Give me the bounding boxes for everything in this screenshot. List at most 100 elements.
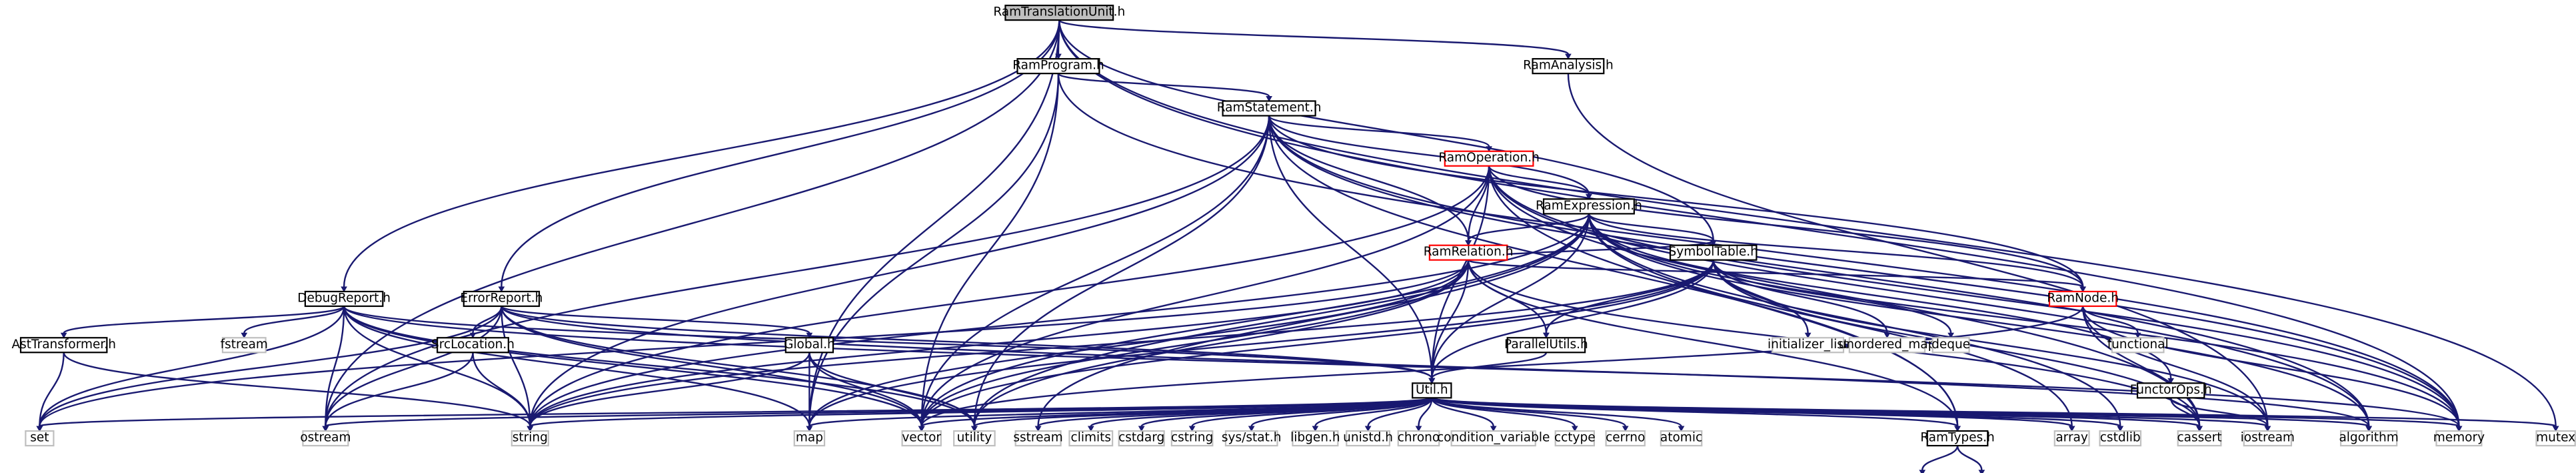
edge-debugreport-h-to-vector (343, 306, 922, 427)
node-parallelutils-h[interactable]: ParallelUtils.h (1504, 337, 1588, 354)
edge-ramstatement-h-to-ramrelation-h (1268, 115, 1470, 241)
arrowhead-ramexpression-h-to-ramrelation-h (1465, 240, 1472, 246)
arrowhead-symboltable-h-to-unordered-map (1884, 332, 1891, 339)
node-label-map: map (796, 431, 823, 445)
edge-ramtypes-h-to-limits (1922, 445, 1959, 471)
node-box-cstring (1170, 430, 1214, 447)
edge-symboltable-h-to-vector (920, 260, 1714, 427)
node-ramrelation-h[interactable]: RamRelation.h (1424, 244, 1514, 261)
arrowhead-ramexpression-h-to-functorops-h (2167, 378, 2174, 384)
node-label-srclocation-h: SrcLocation.h (431, 338, 515, 352)
node-label-ramoperation-h: RamOperation.h (1438, 151, 1539, 165)
node-label-cassert: cassert (2177, 431, 2221, 445)
node-ramstatement-h[interactable]: RamStatement.h (1217, 100, 1322, 117)
edge-ramexpression-h-to-utility (973, 213, 1590, 427)
node-box-debugreport-h (304, 290, 384, 308)
edge-ramrelation-h-to-set (39, 260, 1470, 427)
edge-ramexpression-h-to-algorithm (1588, 213, 2370, 427)
arrowhead-symboltable-h-to-deque (1947, 332, 1954, 339)
node-ramtypes-h[interactable]: RamTypes.h (1920, 430, 1995, 447)
edge-ramrelation-h-to-utility (973, 260, 1470, 427)
arrowhead-util-h-to-libgen-h (1312, 426, 1319, 432)
node-box-srclocation-h (437, 337, 509, 354)
node-srclocation-h[interactable]: SrcLocation.h (431, 337, 515, 354)
edge-symboltable-h-to-string (529, 260, 1714, 427)
arrowhead-util-h-to-algorithm (2365, 426, 2372, 432)
arrowhead-ramrelation-h-to-symboltable-h (1710, 240, 1717, 246)
node-ramoperation-h[interactable]: RamOperation.h (1438, 150, 1540, 167)
node-sys-stat-h: sys/stat.h (1222, 430, 1281, 447)
node-label-libgen-h: libgen.h (1290, 431, 1340, 445)
edge-symboltable-h-to-unordered-map (1712, 260, 1888, 334)
node-box-array (2053, 430, 2090, 447)
edge-ramoperation-h-to-ramnode-h (1488, 165, 2084, 288)
arrowhead-util-h-to-mutex (2552, 426, 2559, 432)
node-ramtranslationunit-h[interactable]: RamTranslationUnit.h (993, 5, 1125, 21)
arrowhead-util-h-to-chrono (1415, 426, 1422, 432)
arrowhead-util-h-to-sstream (1034, 426, 1042, 432)
node-label-set: set (30, 431, 49, 445)
edge-ramexpression-h-to-ramrelation-h (1467, 213, 1590, 242)
node-box-ramrelation-h (1428, 244, 1508, 261)
arrowhead-util-h-to-memory (2455, 426, 2463, 432)
arrowhead-util-h-to-climits (1087, 426, 1094, 432)
node-box-sys-stat-h (1224, 430, 1278, 447)
node-label-functional: functional (2107, 338, 2169, 352)
edge-util-h-to-atomic (1431, 397, 1682, 428)
edge-ramoperation-h-to-string (529, 165, 1490, 427)
node-functorops-h[interactable]: FunctorOps.h (2130, 382, 2212, 399)
node-box-asttransformer-h (19, 337, 108, 354)
node-label-ramanalysis-h: RamAnalysis.h (1523, 59, 1614, 73)
edge-ramstatement-h-to-ostream (325, 115, 1270, 427)
edge-layer (36, 19, 2559, 473)
edge-debugreport-h-to-memory (343, 306, 2460, 427)
node-box-atomic (1660, 430, 1703, 447)
node-box-utility (953, 430, 996, 447)
edge-errorreport-h-to-vector (501, 306, 922, 427)
node-errorreport-h[interactable]: ErrorReport.h (460, 290, 543, 308)
node-box-functorops-h (2136, 382, 2205, 399)
node-libgen-h: libgen.h (1290, 430, 1340, 447)
node-label-ramexpression-h: RamExpression.h (1536, 199, 1642, 213)
edge-ramexpression-h-to-string (529, 213, 1590, 427)
node-label-deque: deque (1932, 338, 1970, 352)
node-box-unistd-h (1346, 430, 1391, 447)
edge-ramoperation-h-to-memory (1488, 165, 2460, 427)
node-asttransformer-h[interactable]: AstTransformer.h (11, 337, 116, 354)
edge-ramstatement-h-to-util-h (1268, 115, 1433, 379)
node-box-errorreport-h (463, 290, 541, 308)
node-util-h[interactable]: Util.h (1412, 382, 1452, 399)
node-atomic: atomic (1660, 430, 1703, 447)
node-label-cstring: cstring (1171, 431, 1213, 445)
node-sstream: sstream (1013, 430, 1063, 447)
edge-debugreport-h-to-ostream (325, 306, 345, 427)
node-ramnode-h[interactable]: RamNode.h (2047, 290, 2119, 308)
node-ramprogram-h[interactable]: RamProgram.h (1012, 58, 1104, 75)
node-set: set (25, 430, 55, 447)
node-label-global-h: Global.h (784, 338, 835, 352)
edge-ramstatement-h-to-ramexpression-h (1268, 115, 1590, 195)
node-box-cctype (1554, 430, 1596, 447)
node-label-cstdarg: cstdarg (1118, 431, 1164, 445)
node-label-ramtypes-h: RamTypes.h (1920, 431, 1995, 445)
node-chrono: chrono (1397, 430, 1440, 447)
edge-ramprogram-h-to-memory (1057, 73, 2460, 427)
node-ramexpression-h[interactable]: RamExpression.h (1536, 198, 1642, 215)
node-ramanalysis-h[interactable]: RamAnalysis.h (1523, 58, 1614, 75)
node-symboltable-h[interactable]: SymbolTable.h (1669, 244, 1758, 261)
node-label-util-h: Util.h (1416, 383, 1448, 397)
node-label-ramtranslationunit-h: RamTranslationUnit.h (993, 5, 1125, 19)
arrowhead-util-h-to-set (36, 426, 43, 432)
node-global-h[interactable]: Global.h (784, 337, 835, 354)
node-debugreport-h[interactable]: DebugReport.h (297, 290, 391, 308)
edge-ramprogram-h-to-vector (920, 73, 1060, 427)
edge-ramstatement-h-to-utility (973, 115, 1270, 427)
edge-errorreport-h-to-string (501, 306, 531, 427)
edge-ramstatement-h-to-ramoperation-h (1268, 115, 1490, 147)
node-box-climits (1068, 430, 1114, 447)
edge-ramtranslationunit-h-to-ramanalysis-h (1058, 19, 1570, 55)
edge-util-h-to-chrono (1418, 398, 1433, 427)
arrowhead-ramtypes-h-to-limits (1919, 470, 1926, 473)
node-label-cstdlib: cstdlib (2100, 431, 2141, 445)
